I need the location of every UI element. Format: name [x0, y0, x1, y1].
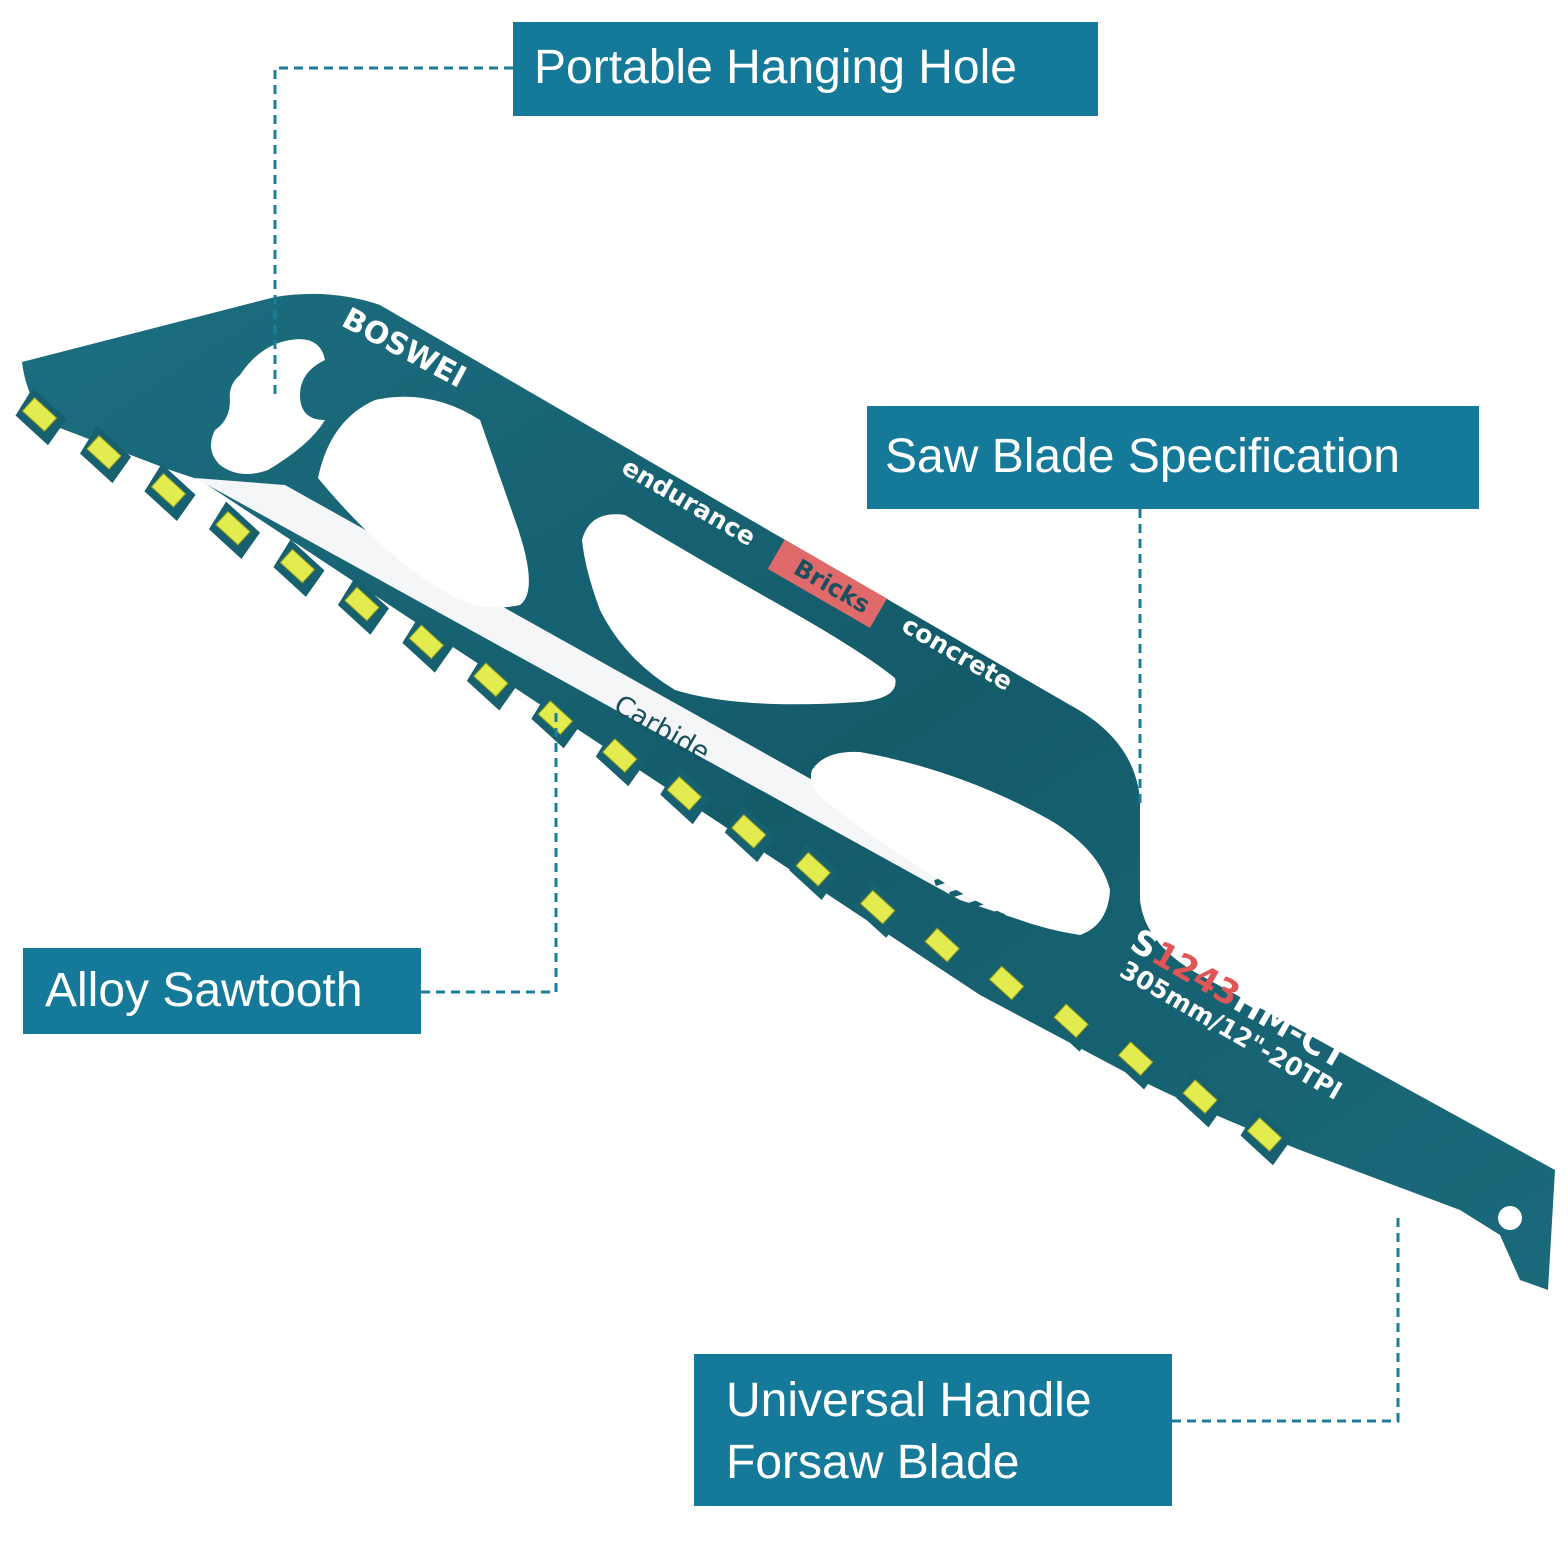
callout-sawtooth-text: Alloy Sawtooth	[45, 964, 363, 1017]
leader-lines	[273, 66, 1400, 1423]
sawtooth-carbide-tip	[1117, 1041, 1154, 1077]
sawtooth	[1176, 1070, 1228, 1128]
hanging-hole	[211, 339, 325, 474]
callout-spec: Saw Blade Specification	[867, 406, 1479, 509]
sawtooth-carbide-tip	[1053, 1003, 1089, 1039]
callout-hanging-hole: Portable Hanging Hole	[513, 22, 1098, 116]
sawtooth	[79, 425, 132, 484]
sawtooth-carbide-tip	[473, 662, 509, 698]
sawtooth-carbide-tip	[215, 510, 251, 546]
sawtooth	[273, 539, 325, 597]
sawtooth-carbide-tip	[279, 548, 316, 584]
sawtooth-carbide-tip	[1246, 1117, 1283, 1152]
cutout-2	[582, 514, 896, 705]
carbide-strip	[195, 478, 1045, 925]
callout-hanging-hole-text: Portable Hanging Hole	[534, 41, 1017, 94]
callout-handle: Universal Handle Forsaw Blade	[694, 1354, 1172, 1506]
sawtooth	[595, 728, 647, 787]
sawtooth-carbide-tip	[859, 889, 896, 925]
cutout-3	[810, 751, 1110, 935]
sawtooth-carbide-tip	[86, 434, 122, 470]
sawtooth	[853, 880, 905, 938]
sawtooth	[724, 804, 776, 863]
bricks-tag	[767, 539, 887, 628]
tang-hole	[1498, 1206, 1522, 1230]
sawtooth	[144, 463, 196, 522]
sawtooth	[1240, 1107, 1292, 1166]
sawtooth	[789, 842, 841, 900]
leader-sawtooth	[421, 712, 558, 994]
sawtooth	[466, 653, 518, 711]
sawtooth	[1047, 994, 1099, 1052]
sawtooth-carbide-tip	[408, 624, 445, 660]
leader-hanging-hole	[273, 66, 513, 395]
sawtooth	[1111, 1032, 1163, 1090]
sawtooth	[402, 615, 454, 673]
sawtooth-carbide-tip	[344, 586, 380, 622]
sawtooth-carbide-tip	[988, 965, 1025, 1001]
sawtooth	[337, 577, 390, 635]
sawtooth	[660, 766, 712, 825]
callout-spec-text: Saw Blade Specification	[885, 430, 1400, 483]
callout-handle-line1: Universal Handle	[726, 1374, 1092, 1427]
cutout-1	[318, 396, 529, 608]
sawtooth-carbide-tip	[150, 472, 187, 508]
sawtooth-carbide-tip	[795, 851, 832, 887]
sawtooth-carbide-tip	[730, 813, 767, 849]
sawtooth	[208, 501, 261, 559]
callout-handle-line2: Forsaw Blade	[726, 1436, 1020, 1489]
callout-sawtooth: Alloy Sawtooth	[23, 948, 421, 1034]
sawtooth-carbide-tip	[1182, 1079, 1218, 1115]
sawtooth	[15, 387, 67, 446]
sawtooth	[918, 918, 970, 976]
sawtooth-carbide-tip	[666, 775, 703, 811]
sawtooth-carbide-tip	[601, 738, 638, 774]
sawtooth-carbide-tip	[924, 927, 961, 963]
sawtooth	[982, 956, 1034, 1014]
sawtooth-carbide-tip	[21, 397, 58, 432]
leader-handle	[1172, 1215, 1400, 1423]
